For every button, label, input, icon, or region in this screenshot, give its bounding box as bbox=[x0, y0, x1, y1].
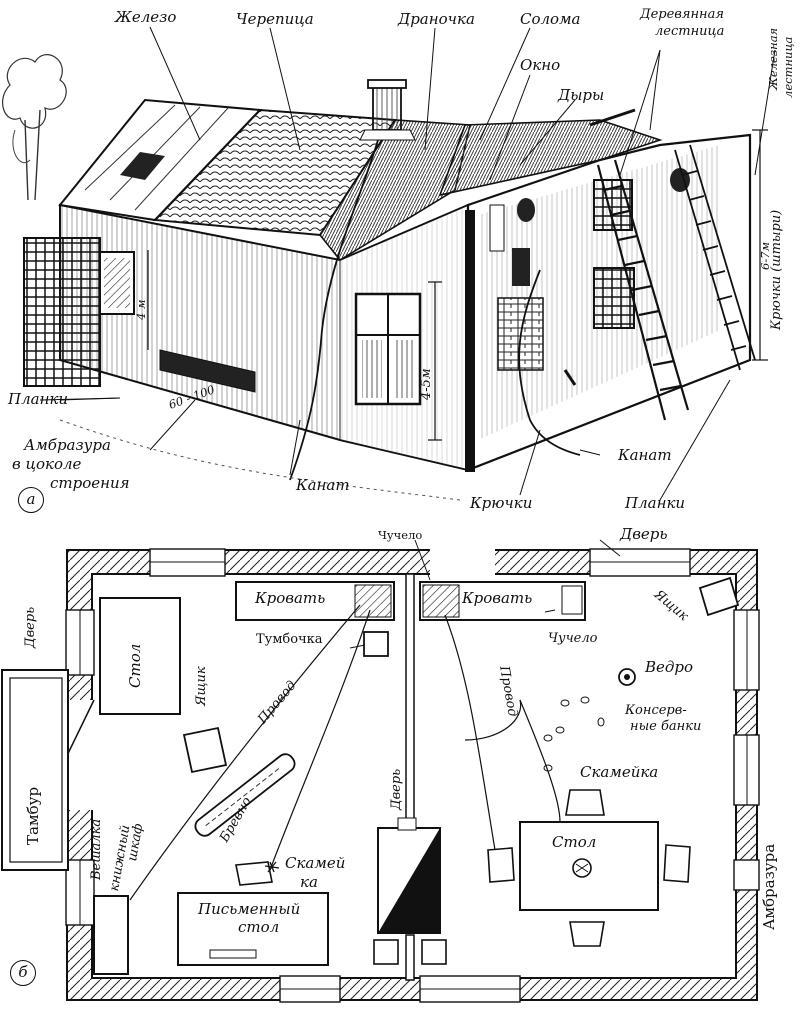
label-cans-1: Консерв- bbox=[625, 703, 687, 718]
label-box-left: Ящик bbox=[194, 666, 209, 706]
label-planks-left: Планки bbox=[8, 390, 69, 408]
roof-straw bbox=[438, 108, 663, 197]
planks-lattice bbox=[23, 237, 101, 387]
label-desk-1: Письменный bbox=[198, 900, 301, 918]
label-height-4m: 4 м bbox=[134, 299, 148, 320]
label-wood-ladder-2: лестница bbox=[655, 24, 725, 39]
label-window: Окно bbox=[520, 56, 561, 74]
label-bucket: Ведро bbox=[645, 658, 694, 676]
label-straw: Солома bbox=[520, 10, 581, 28]
label-rope-center: Канат bbox=[296, 476, 350, 494]
chimney bbox=[359, 79, 416, 141]
label-bed-left: Кровать bbox=[255, 589, 326, 607]
corner-post bbox=[465, 210, 475, 472]
wooden-ladder bbox=[596, 159, 690, 421]
side-wall bbox=[466, 133, 752, 472]
label-bench-left-1: Скамей bbox=[285, 854, 346, 872]
label-hole: Дыры bbox=[558, 86, 605, 104]
left-window bbox=[99, 251, 135, 315]
label-door-left: Дверь bbox=[23, 606, 38, 648]
label-nightstand: Тумбочка bbox=[256, 632, 323, 647]
ropes bbox=[289, 139, 581, 481]
label-shingle: Драночка bbox=[398, 10, 475, 28]
floor-plan bbox=[1, 539, 760, 1003]
label-height-67: 6-7м bbox=[758, 241, 772, 270]
label-dummy-right: Чучело bbox=[548, 631, 598, 646]
label-iron-ladder-2: лестница bbox=[781, 36, 795, 98]
embrasure-slot bbox=[159, 349, 256, 393]
dimension-lines bbox=[147, 129, 768, 441]
label-iron-ladder-1: Железная bbox=[766, 27, 780, 90]
tree bbox=[1, 54, 67, 201]
leader-lines-top bbox=[39, 26, 776, 501]
label-planks-right: Планки bbox=[625, 494, 686, 512]
label-iron: Железо bbox=[115, 8, 177, 26]
label-height-45: 4-5м bbox=[419, 368, 434, 400]
label-wood-ladder-1: Деревянная bbox=[640, 7, 724, 22]
label-bench-left-2: ка bbox=[300, 873, 318, 891]
label-embrasure: Амбразура bbox=[760, 843, 778, 930]
label-rope-right: Канат bbox=[618, 446, 672, 464]
iron-ladder bbox=[674, 144, 756, 371]
label-vestibule: Тамбур bbox=[24, 786, 42, 845]
label-table-right: Стол bbox=[552, 833, 597, 851]
label-desk-2: стол bbox=[238, 918, 280, 936]
label-bench-right: Скамейка bbox=[580, 763, 659, 781]
label-door-middle: Дверь bbox=[389, 768, 404, 810]
label-dummy-top: Чучело bbox=[378, 528, 423, 542]
panel-label-b: б bbox=[10, 960, 36, 986]
front-window bbox=[354, 292, 422, 406]
label-cans-2: ные банки bbox=[630, 719, 702, 734]
label-tile: Черепица bbox=[236, 10, 314, 28]
label-table-left: Стол bbox=[126, 643, 144, 688]
label-bed-right: Кровать bbox=[462, 589, 533, 607]
label-embrasure-3: строения bbox=[50, 474, 130, 492]
label-embrasure-2: в цоколе bbox=[12, 455, 82, 473]
label-hanger: Вешалка bbox=[89, 818, 104, 880]
panel-label-a: а bbox=[18, 487, 44, 513]
label-hooks: Крючки bbox=[470, 494, 533, 512]
label-embrasure-1: Амбразура bbox=[24, 436, 111, 454]
label-door-top: Дверь bbox=[620, 525, 668, 543]
